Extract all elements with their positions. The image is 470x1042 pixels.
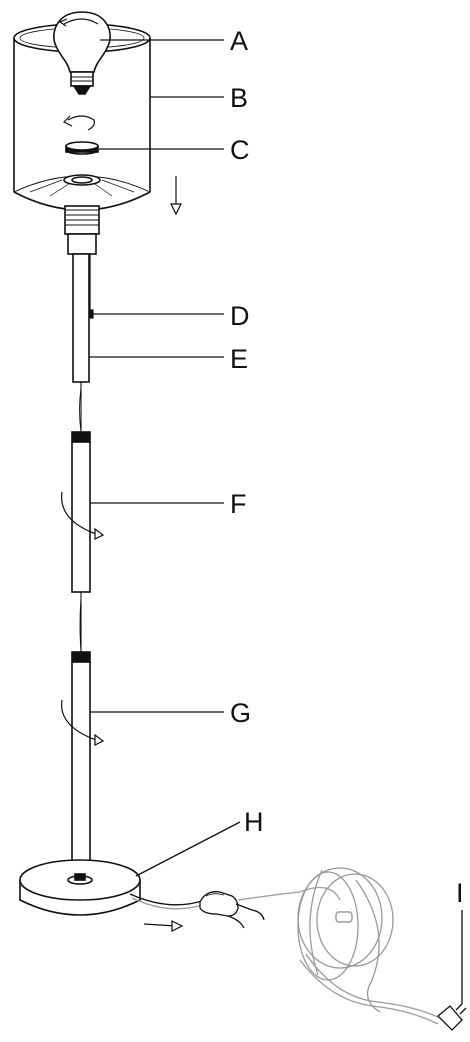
callout-label-f: F	[230, 489, 247, 519]
callout-label-g: G	[230, 698, 252, 728]
hand	[199, 891, 265, 929]
callout-label-a: A	[230, 26, 249, 56]
callout-label-e: E	[230, 344, 249, 374]
bulb	[53, 11, 111, 95]
lamp-base	[19, 859, 141, 916]
power-cord	[129, 893, 206, 910]
callout-label-c: C	[230, 135, 250, 165]
callout-label-d: D	[230, 301, 250, 331]
callout-label-i: I	[456, 878, 464, 908]
upper-tube	[72, 253, 90, 433]
down-arrow	[170, 176, 182, 216]
lower-tube	[71, 651, 91, 869]
cord-pull-arrow	[143, 920, 184, 932]
twist-arrow-bulb	[62, 115, 95, 131]
callout-label-h: H	[244, 807, 264, 837]
coiled-cable	[237, 867, 441, 1025]
middle-tube	[71, 431, 91, 653]
leader-line-h	[135, 821, 241, 877]
shade-ring	[65, 141, 99, 155]
twist-arrow-middle	[61, 491, 105, 540]
twist-arrow-lower	[61, 699, 105, 746]
callout-label-b: B	[230, 83, 249, 113]
cable-knot	[335, 911, 353, 923]
lamp-socket	[64, 205, 100, 255]
power-plug	[437, 1003, 467, 1031]
leader-lines	[89, 39, 463, 1004]
